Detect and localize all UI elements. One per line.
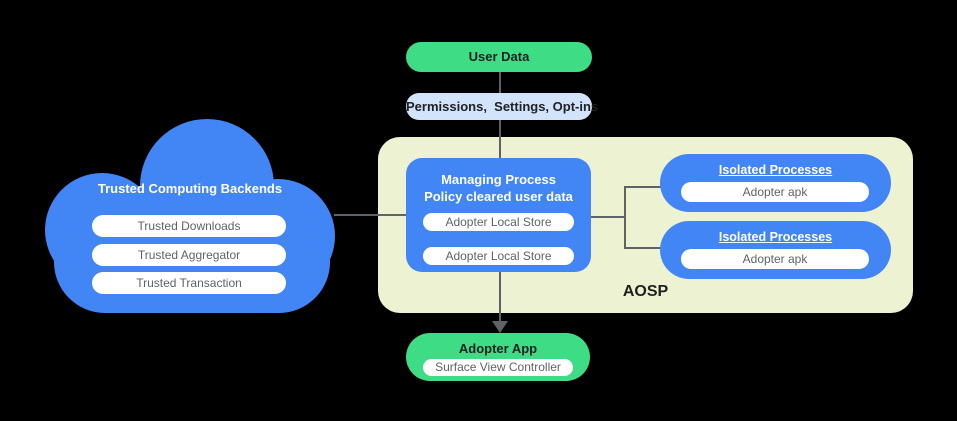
cloud-title: Trusted Computing Backends <box>97 181 283 196</box>
adopter-apk-pill: Adopter apk <box>681 249 869 269</box>
surface-view-controller-pill: Surface View Controller <box>423 359 573 376</box>
cloud-item-trusted-aggregator: Trusted Aggregator <box>92 244 286 266</box>
connector-permissions-managing <box>499 120 501 160</box>
trusted-computing-backends-node: Trusted Computing Backends Trusted Downl… <box>42 118 338 314</box>
permissions-settings-optins-node: Permissions, Settings, Opt-ins <box>406 93 598 120</box>
user-data-node: User Data <box>406 42 592 72</box>
cloud-item-trusted-downloads: Trusted Downloads <box>92 215 286 237</box>
arrowhead-down-icon <box>492 321 508 333</box>
managing-process-title: Managing Process Policy cleared user dat… <box>406 171 591 205</box>
adopter-local-store-pill: Adopter Local Store <box>423 247 574 265</box>
connector-managing-adopterapp <box>499 272 501 322</box>
isolated-processes-node: Isolated Processes Adopter apk <box>660 154 891 212</box>
adopter-apk-pill: Adopter apk <box>681 182 869 202</box>
adopter-app-node: Adopter App Surface View Controller <box>406 333 590 381</box>
connector-managing-fork <box>590 216 626 218</box>
connector-fork-bottom-branch <box>624 247 662 249</box>
connector-userdata-permissions <box>499 72 501 93</box>
managing-process-title-line1: Managing Process <box>441 172 556 187</box>
isolated-processes-title: Isolated Processes <box>718 163 833 177</box>
cloud-item-trusted-transaction: Trusted Transaction <box>92 272 286 294</box>
adopter-local-store-pill: Adopter Local Store <box>423 213 574 231</box>
managing-process-title-line2: Policy cleared user data <box>424 189 573 204</box>
managing-process-node: Managing Process Policy cleared user dat… <box>406 158 591 272</box>
aosp-label: AOSP <box>622 283 669 300</box>
isolated-processes-node: Isolated Processes Adopter apk <box>660 221 891 279</box>
connector-cloud-managing <box>334 214 408 216</box>
connector-fork-vertical <box>624 186 626 249</box>
isolated-processes-title: Isolated Processes <box>718 230 833 244</box>
connector-fork-top-branch <box>624 186 662 188</box>
adopter-app-title: Adopter App <box>458 341 538 356</box>
